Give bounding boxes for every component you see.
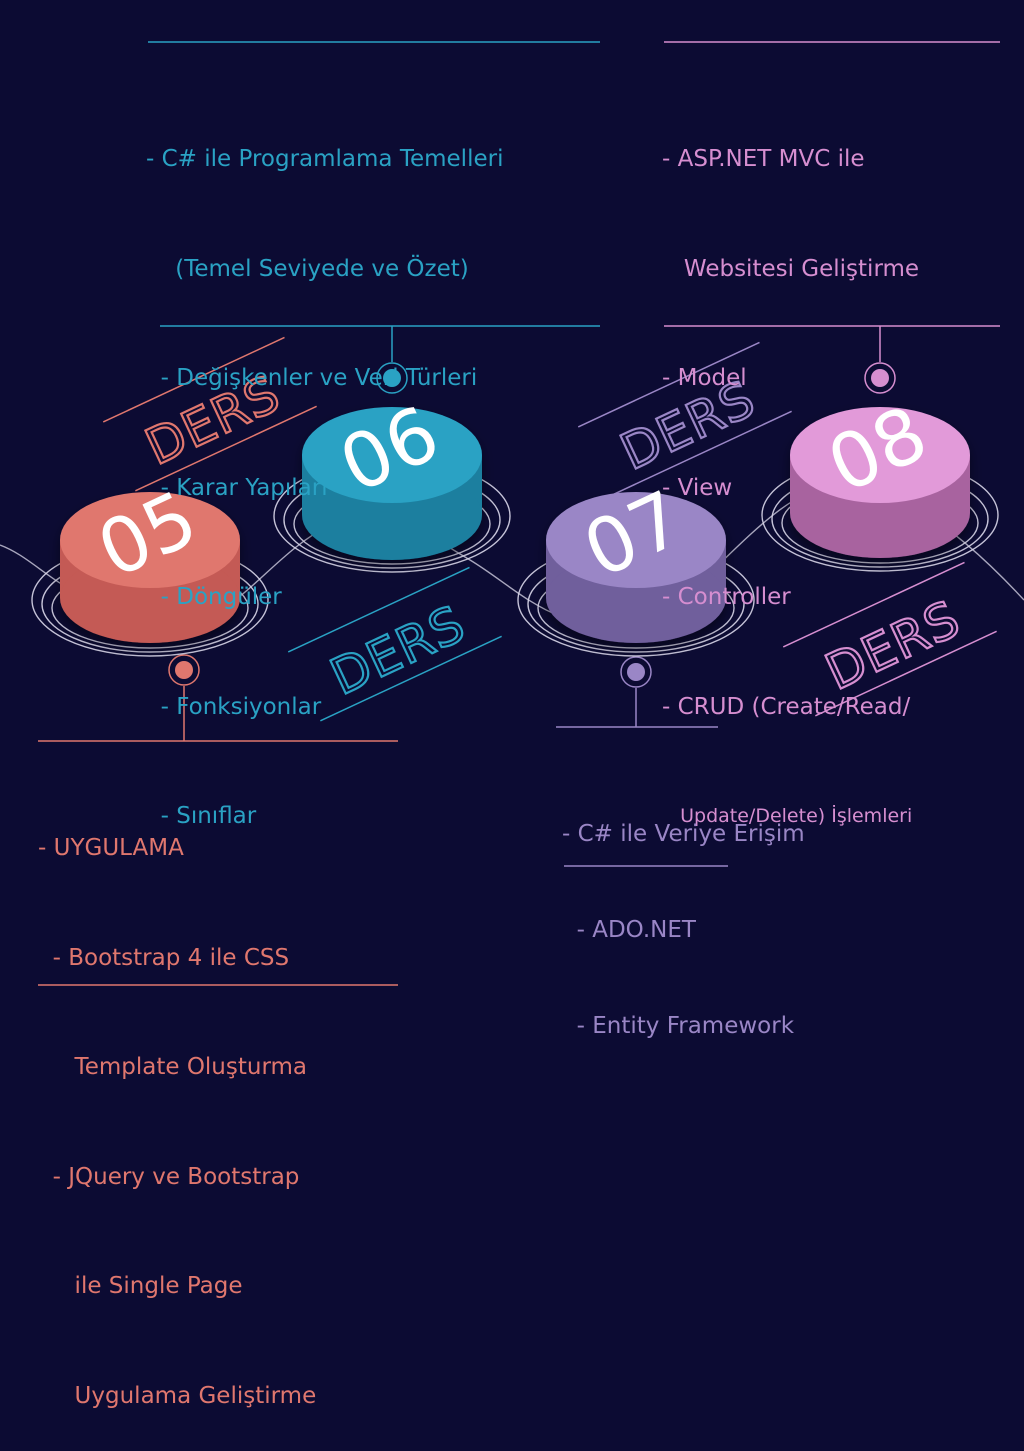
timeline-diagram: DERS DERS DERS DERS 05 [0, 41, 1024, 986]
connector-06 [376, 326, 408, 394]
topic-line: - Döngüler [146, 584, 282, 610]
topic-line: - Fonksiyonlar [146, 693, 322, 720]
topic-line: - Bootstrap 4 ile CSS [38, 944, 290, 971]
topic-line: ile Single Page [38, 1273, 243, 1299]
topic-line: - ADO.NET [562, 917, 696, 943]
lesson-08-topics: - ASP.NET MVC ile Websitesi Geliştirme -… [662, 68, 919, 871]
text-box-rules [38, 41, 1000, 986]
connector-07 [620, 656, 652, 727]
topic-line: - ASP.NET MVC ile [662, 146, 865, 172]
puck-06: 06 [273, 388, 511, 573]
topic-line: - Karar Yapıları [146, 474, 328, 501]
topic-line: - Model [662, 365, 747, 391]
topic-line: Websitesi Geliştirme [662, 255, 920, 282]
topic-line: - Entity Framework [562, 1013, 795, 1039]
connector-08 [864, 326, 896, 394]
topic-line: Uygulama Geliştirme [38, 1382, 317, 1409]
lesson-06-topics: - C# ile Programlama Temelleri (Temel Se… [146, 68, 503, 871]
connector-05 [168, 654, 200, 741]
topic-line: - C# ile Veriye Erişim [562, 821, 805, 847]
topic-line: - UYGULAMA [38, 835, 184, 861]
topic-line: - Değişkenler ve Veri Türleri [146, 365, 478, 391]
topic-line: Update/Delete) İşlemleri [662, 805, 913, 827]
topic-line: - JQuery ve Bootstrap [38, 1163, 300, 1190]
topic-line: - View [662, 474, 733, 501]
topic-line: Template Oluşturma [38, 1054, 308, 1080]
topic-line: - C# ile Programlama Temelleri [146, 146, 504, 172]
topic-line: - Sınıflar [146, 803, 257, 829]
lesson-07-topics: - C# ile Veriye Erişim - ADO.NET - Entit… [562, 754, 805, 1074]
topic-line: - Controller [662, 584, 791, 610]
topic-line: - CRUD (Create/Read/ [662, 693, 911, 720]
lesson-05-topics: - UYGULAMA - Bootstrap 4 ile CSS Templat… [38, 757, 316, 1451]
topic-line: (Temel Seviyede ve Özet) [146, 255, 469, 282]
